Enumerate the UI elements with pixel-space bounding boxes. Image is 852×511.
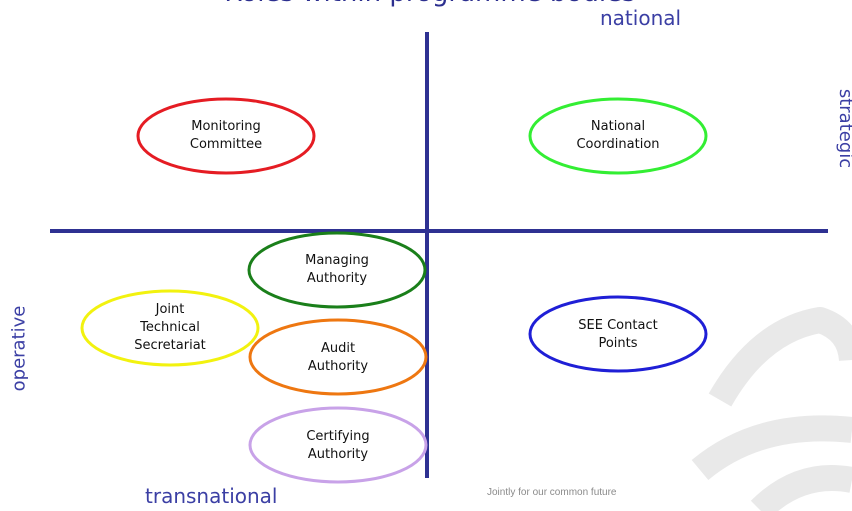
- audit-authority-ellipse: [248, 318, 428, 396]
- node-label-line: Technical: [140, 320, 200, 335]
- axis-label-transnational: transnational: [145, 484, 278, 508]
- see-contact-points-label: SEE Contact Points: [543, 317, 693, 353]
- node-label-line: Secretariat: [134, 338, 206, 353]
- node-label-line: National: [590, 119, 646, 134]
- node-label-line: Authority: [307, 359, 369, 374]
- node-label-line: Joint: [155, 302, 185, 317]
- joint-technical-secretariat-ellipse: [80, 289, 260, 367]
- footer-tagline: Jointly for our common future: [487, 487, 617, 498]
- node-label-line: Committee: [189, 137, 263, 152]
- managing-authority-label: Managing Authority: [262, 252, 412, 288]
- monitoring-committee-label: Monitoring Committee: [151, 118, 301, 154]
- axis-label-national: national: [600, 6, 682, 30]
- node-label-line: Managing: [305, 253, 369, 268]
- node-label-line: Authority: [307, 447, 369, 462]
- node-label-line: Monitoring: [191, 119, 261, 134]
- node-label-line: Audit: [320, 341, 356, 356]
- certifying-authority-ellipse: [248, 406, 428, 484]
- axis-label-operative: operative: [8, 305, 30, 392]
- watermark-petal: [691, 415, 852, 481]
- node-label-line: Points: [598, 336, 638, 351]
- audit-authority-label: Audit Authority: [263, 340, 413, 376]
- axis-label-strategic: strategic: [835, 88, 852, 169]
- node-label-line: Certifying: [306, 429, 370, 444]
- certifying-authority-label: Certifying Authority: [263, 428, 413, 464]
- see-contact-points-ellipse: [528, 295, 708, 373]
- diagram-title: Roles within programme bodies: [220, 0, 640, 18]
- national-coordination-ellipse: [528, 97, 708, 175]
- node-label-line: Coordination: [576, 137, 660, 152]
- node-label-line: SEE Contact: [578, 318, 658, 333]
- monitoring-committee-ellipse: [136, 97, 316, 175]
- managing-authority-ellipse: [247, 231, 427, 309]
- node-label-line: Authority: [306, 271, 368, 286]
- watermark-petal: [750, 465, 852, 511]
- watermark-petal: [708, 307, 852, 407]
- joint-technical-secretariat-label: Joint Technical Secretariat: [95, 301, 245, 355]
- national-coordination-label: National Coordination: [543, 118, 693, 154]
